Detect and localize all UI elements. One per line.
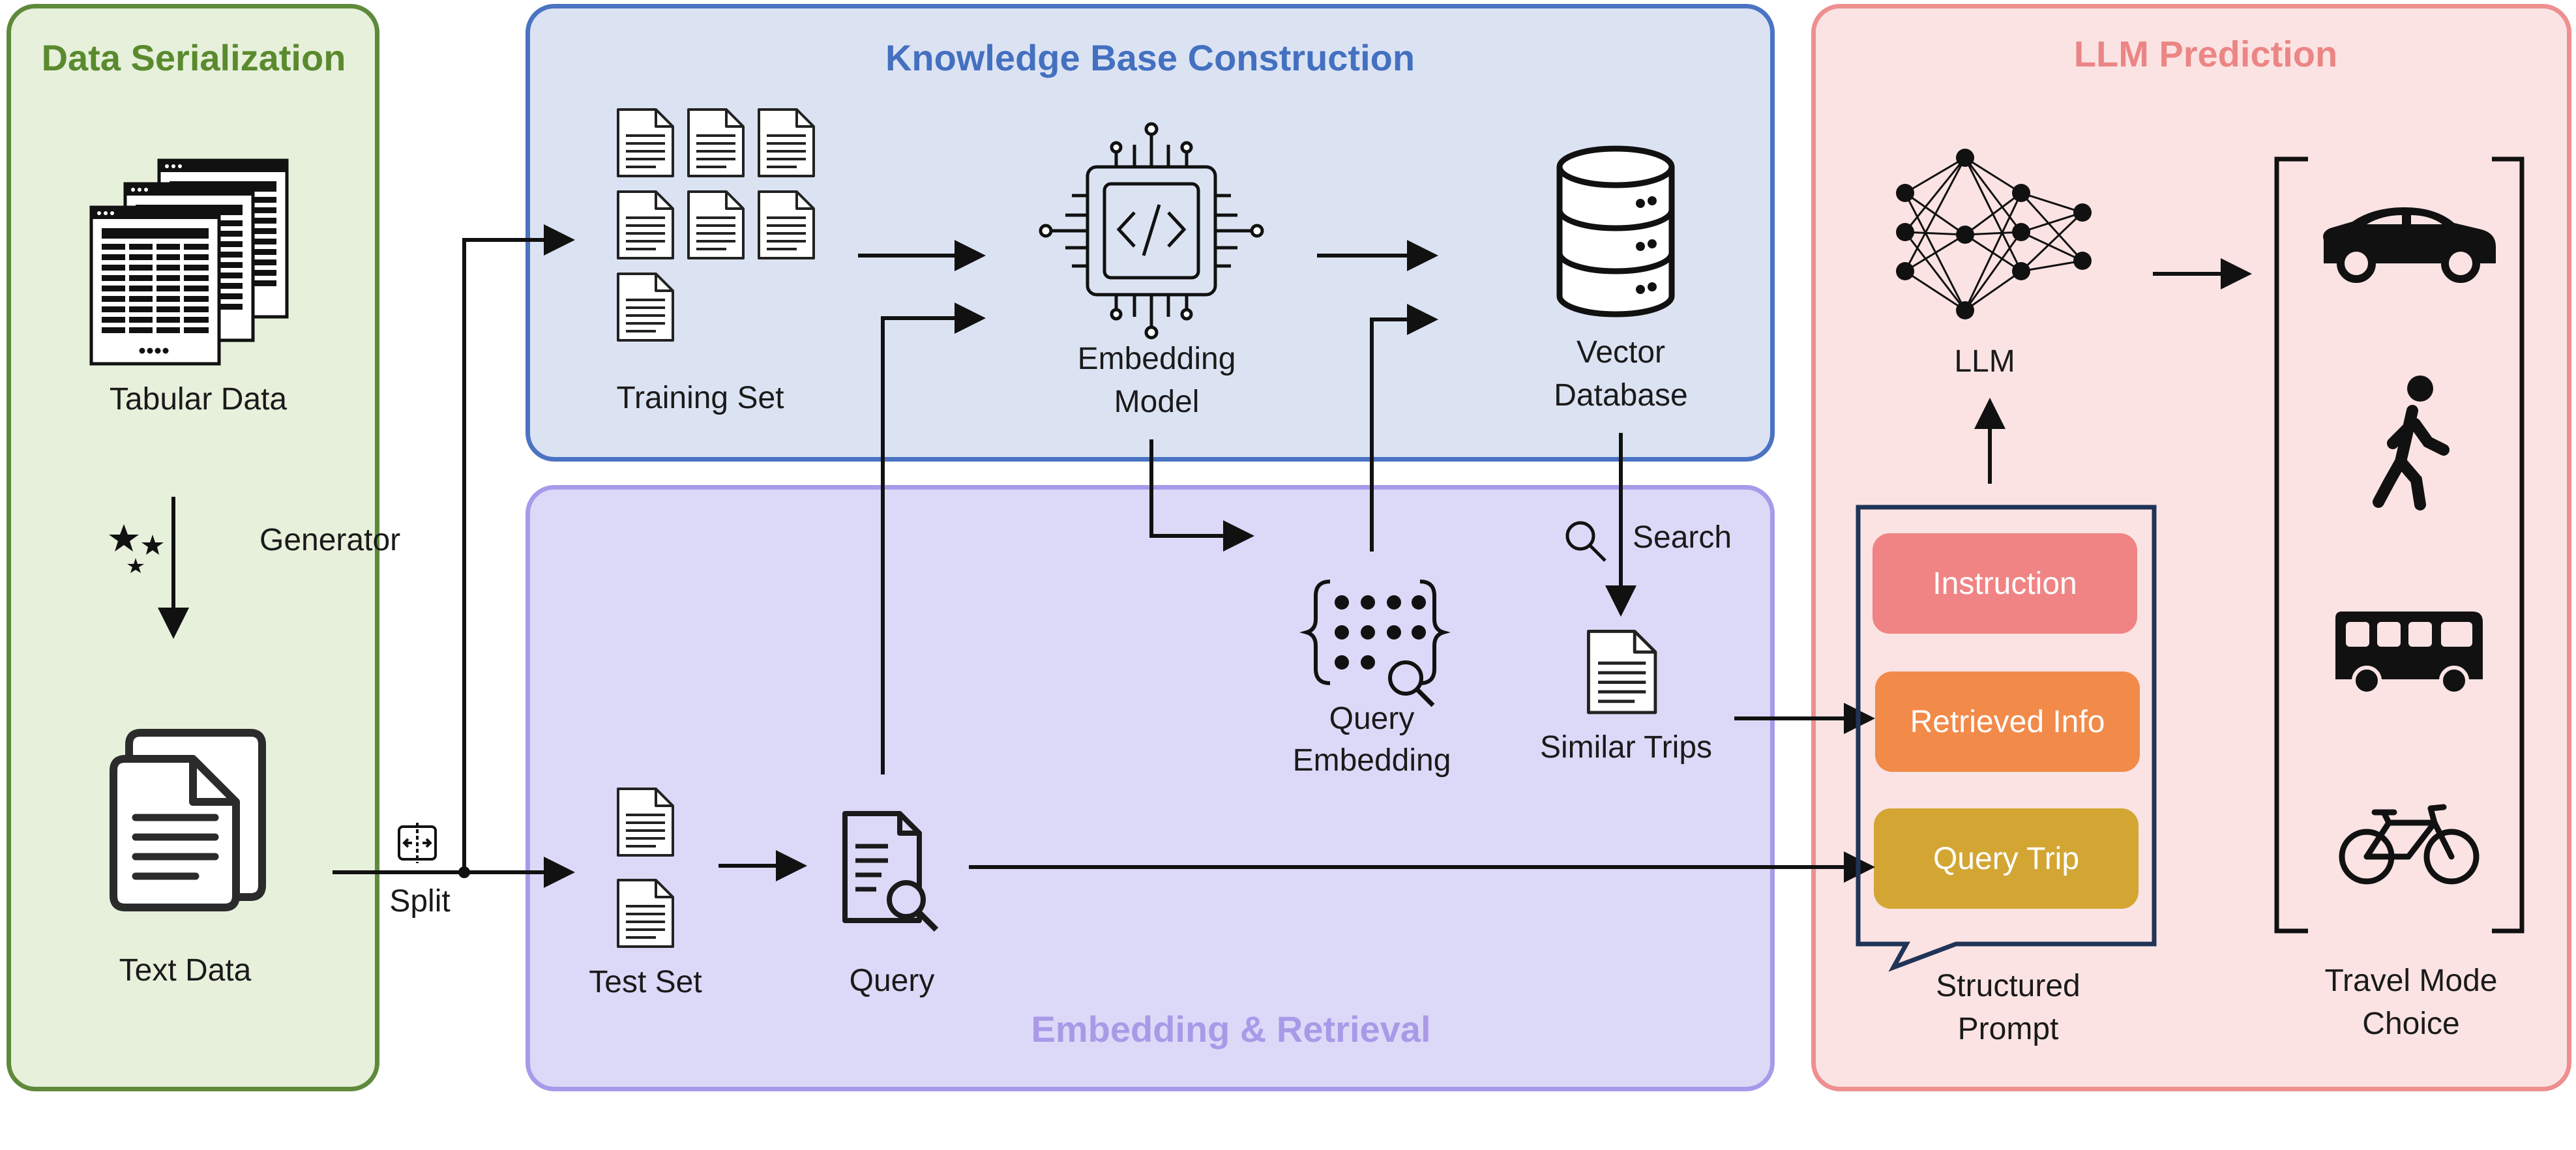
panel-title-serialization: Data Serialization <box>41 37 346 78</box>
label-embedding-model-2: Model <box>1114 385 1200 419</box>
label-tabular-data: Tabular Data <box>109 382 288 417</box>
label-structured-prompt-1: Structured <box>1936 969 2080 1003</box>
panel-title-embedding-retrieval: Embedding & Retrieval <box>1031 1009 1431 1050</box>
label-test-set: Test Set <box>589 965 702 999</box>
label-query-embedding-1: Query <box>1329 701 1415 736</box>
prompt-instruction: Instruction <box>1873 533 2137 634</box>
prompt-retrieved-info: Retrieved Info <box>1875 671 2140 772</box>
label-text-data: Text Data <box>119 953 252 988</box>
label-generator: Generator <box>259 523 401 557</box>
panel-title-knowledge-base: Knowledge Base Construction <box>885 37 1415 78</box>
prompt-query-trip: Query Trip <box>1874 808 2139 909</box>
label-embedding-model-1: Embedding <box>1077 342 1236 376</box>
label-search: Search <box>1633 520 1732 555</box>
split-junction <box>458 866 470 878</box>
panel-embedding-retrieval <box>526 485 1775 1091</box>
label-query: Query <box>849 964 935 998</box>
panel-title-llm-prediction: LLM Prediction <box>2073 33 2338 74</box>
label-query-embedding-2: Embedding <box>1292 743 1451 778</box>
label-structured-prompt-2: Prompt <box>1957 1012 2059 1046</box>
label-travel-mode-choice-2: Choice <box>2362 1007 2460 1041</box>
label-llm: LLM <box>1954 344 2015 379</box>
label-split: Split <box>389 884 451 919</box>
label-vector-database-2: Database <box>1554 378 1688 413</box>
label-similar-trips: Similar Trips <box>1539 730 1713 765</box>
split-icon <box>398 823 437 863</box>
label-travel-mode-choice-1: Travel Mode <box>2324 964 2498 998</box>
label-training-set: Training Set <box>616 381 784 415</box>
label-vector-database-1: Vector <box>1576 335 1666 370</box>
